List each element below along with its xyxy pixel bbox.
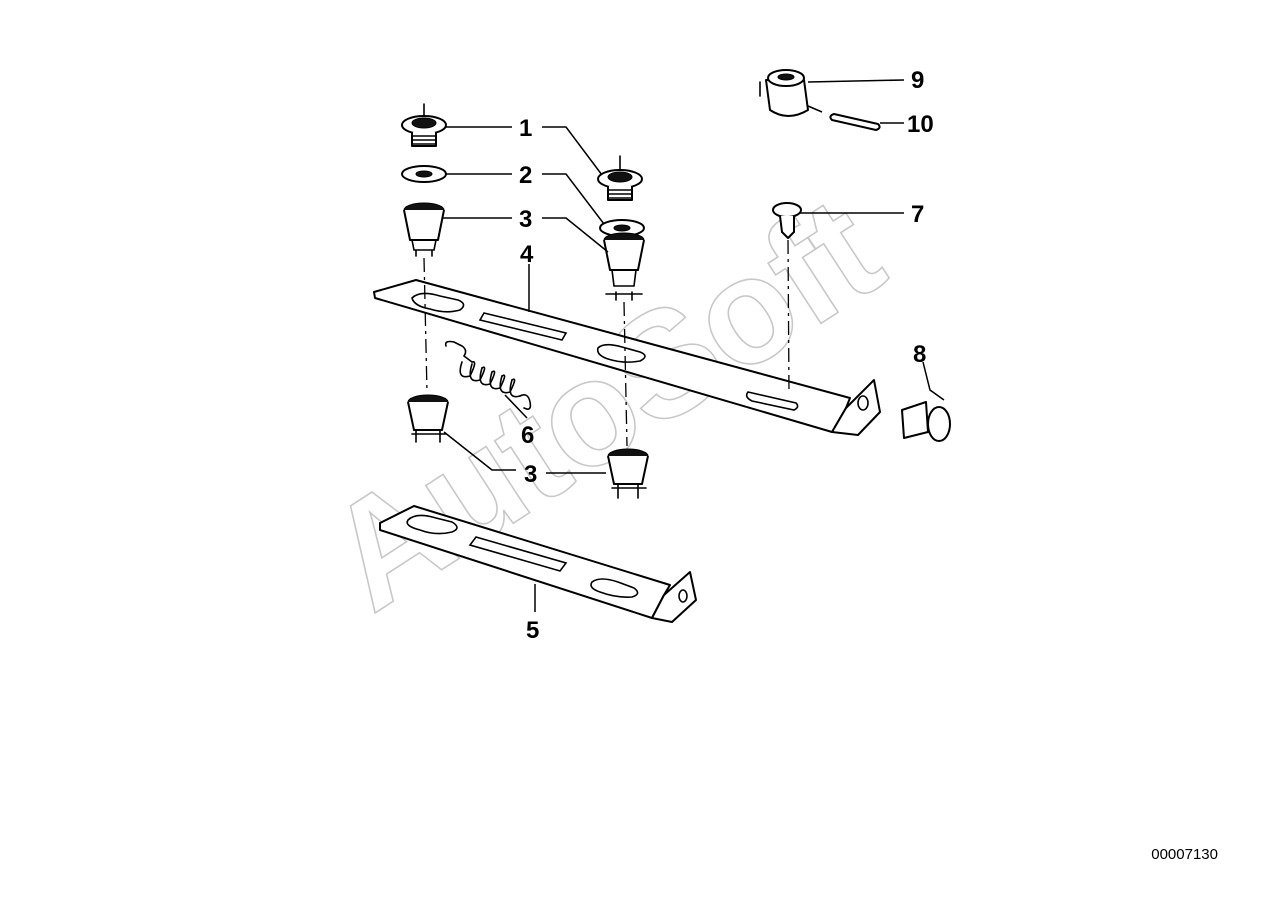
callout-8: 8 <box>913 341 926 368</box>
callout-labels: 1 2 3 4 6 3 5 7 8 9 10 <box>519 67 934 644</box>
bushing-part-1-left <box>401 103 447 147</box>
callout-3-bottom: 3 <box>524 461 537 488</box>
bracket-short-part-5 <box>379 505 697 623</box>
callout-9: 9 <box>911 67 924 94</box>
callout-1-top: 1 <box>519 115 532 142</box>
cap-part-9 <box>759 69 809 117</box>
assembly-axes <box>423 239 790 447</box>
grommet-part-3-bottom-right <box>607 448 649 499</box>
washer-part-2-left <box>401 165 447 183</box>
callout-5: 5 <box>526 617 539 644</box>
diagram-number: 00007130 <box>1151 846 1218 863</box>
grommet-part-3-bottom-left <box>407 394 449 443</box>
pin-part-8 <box>901 401 951 442</box>
bushing-part-1-right <box>597 155 643 201</box>
washer-part-2-right <box>599 219 645 237</box>
callout-10: 10 <box>907 111 934 138</box>
grommet-part-3-top-right <box>603 232 645 301</box>
callout-2: 2 <box>519 162 532 189</box>
callout-6: 6 <box>521 422 534 449</box>
callout-3-top: 3 <box>519 206 532 233</box>
callout-4: 4 <box>520 241 534 268</box>
clip-part-7 <box>772 202 802 239</box>
grommet-part-3-top-left <box>403 202 445 257</box>
bracket-long-part-4 <box>373 279 881 436</box>
rod-part-10 <box>829 113 881 131</box>
callout-7: 7 <box>911 201 924 228</box>
leader-lines <box>442 79 945 612</box>
spring-part-6 <box>444 340 532 410</box>
